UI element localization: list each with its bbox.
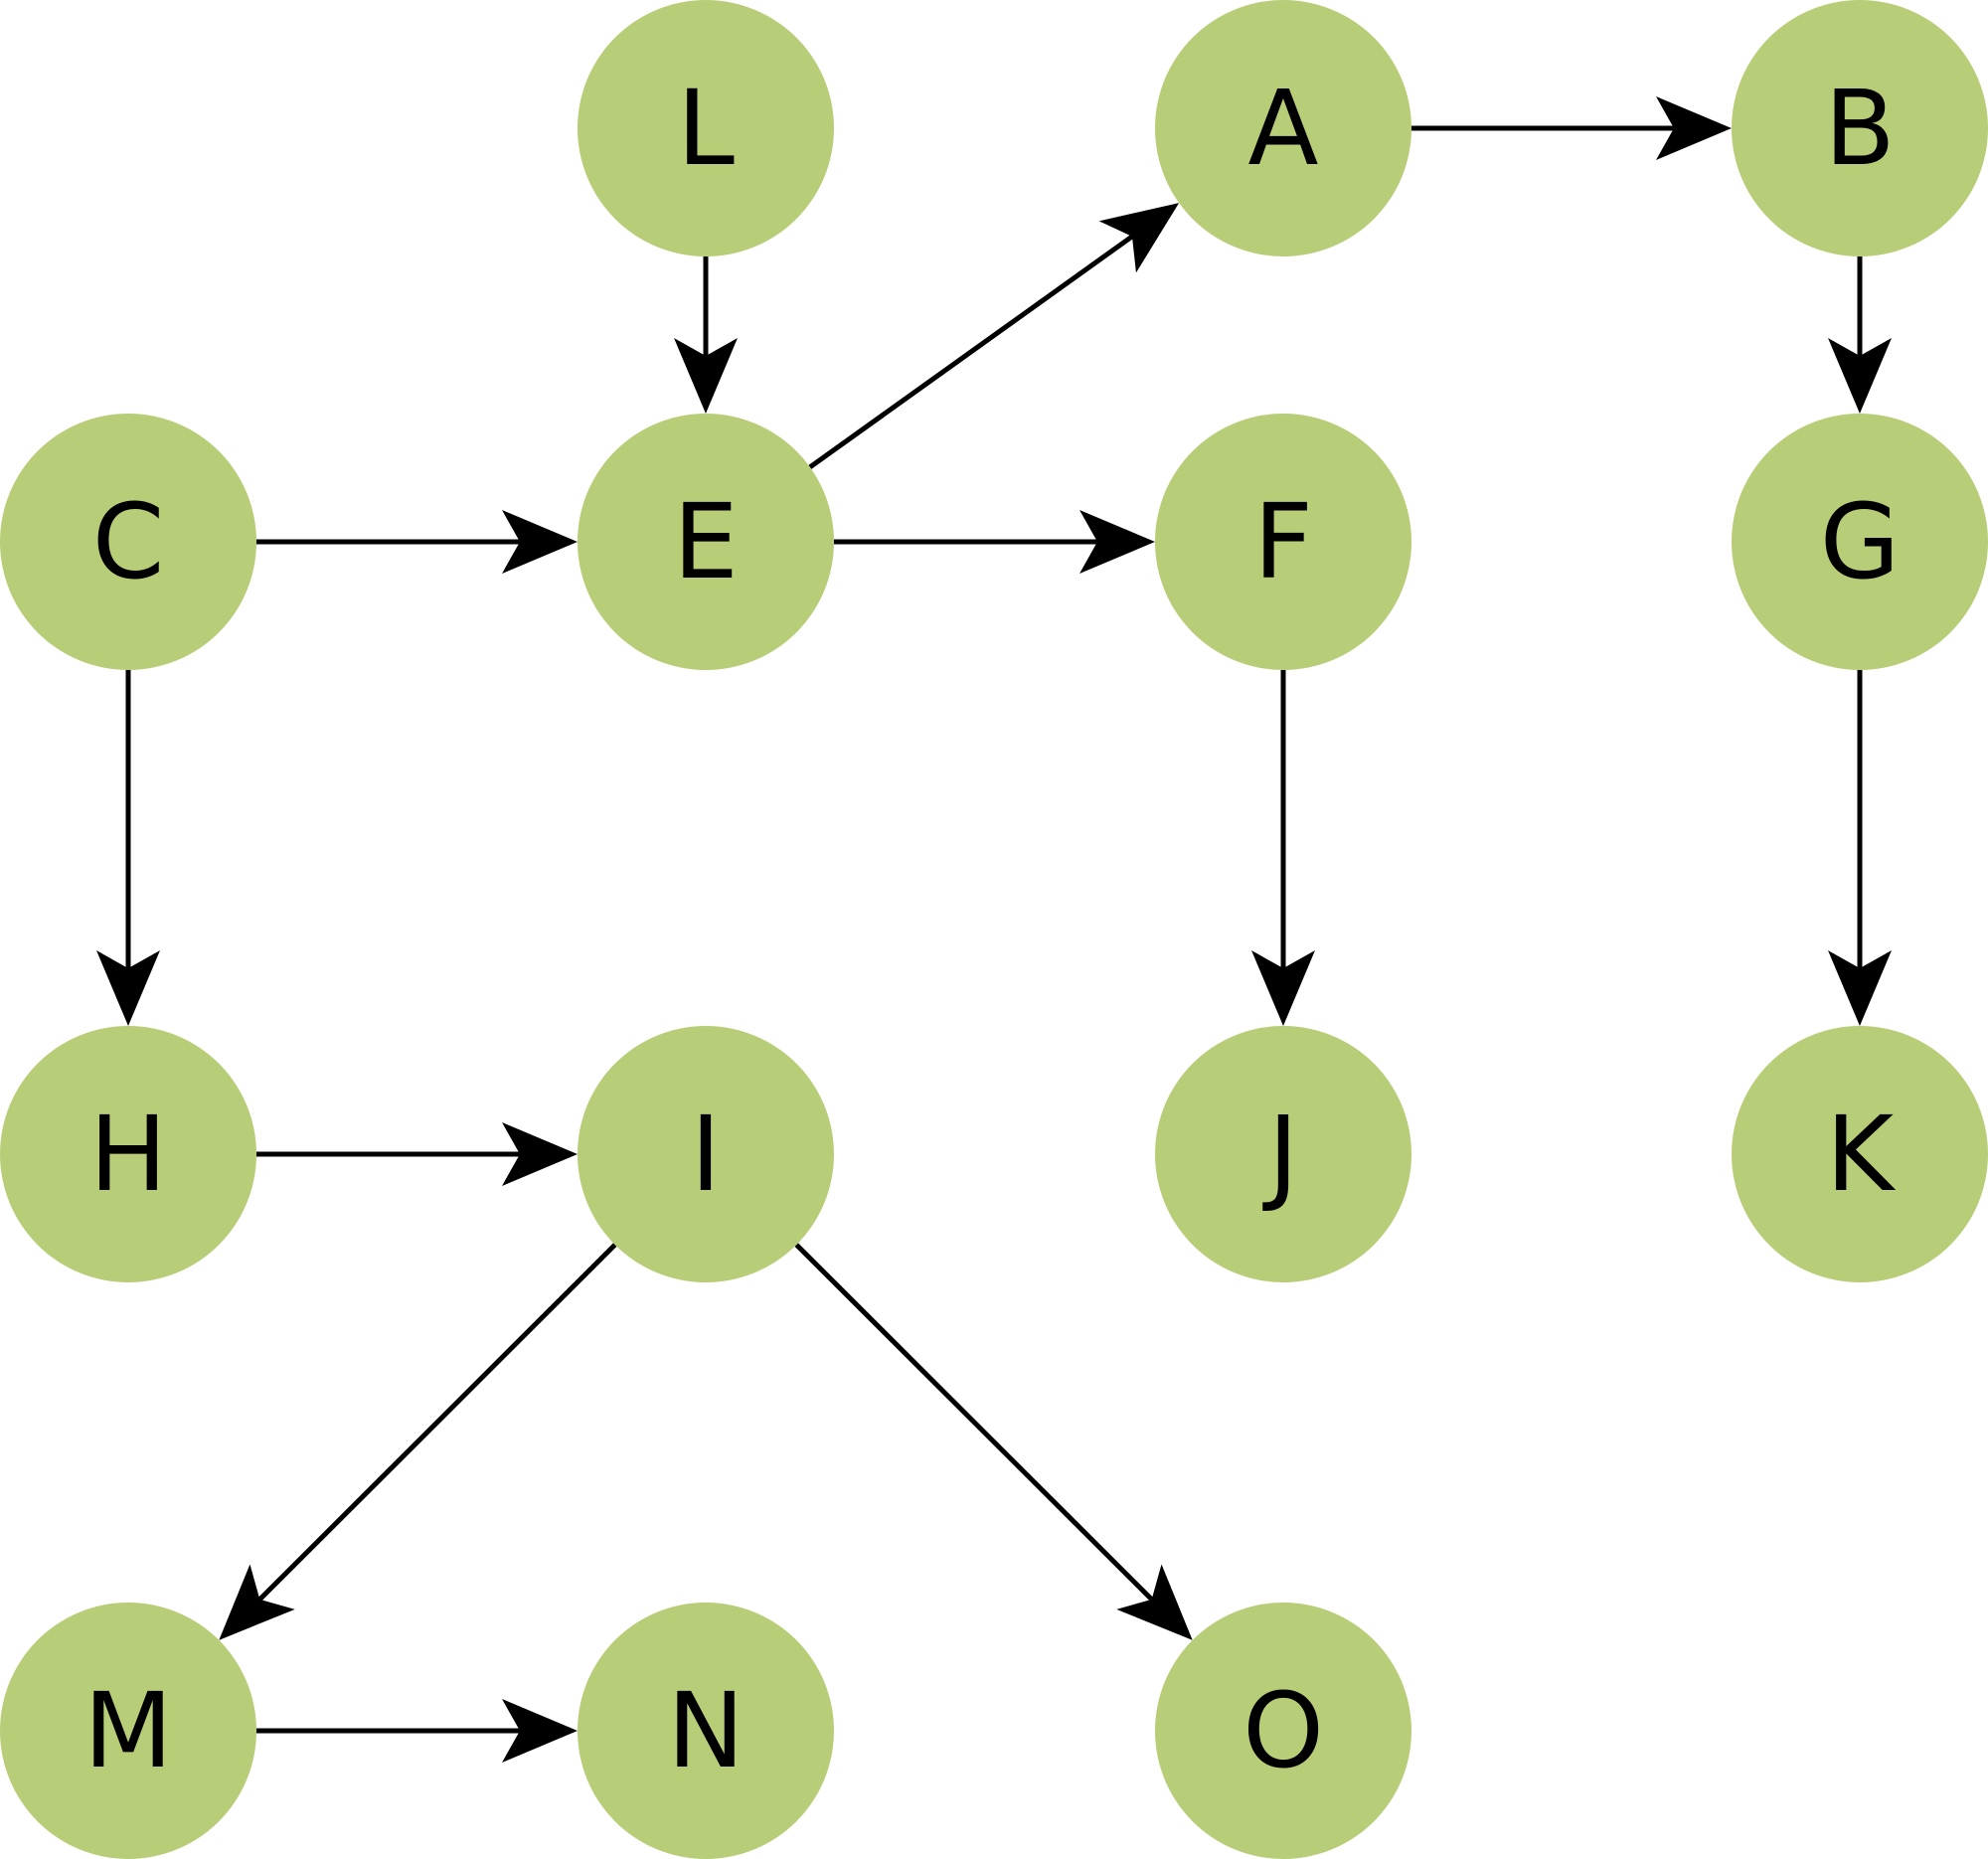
node-n: N (578, 1603, 834, 1859)
node-circle (1155, 1603, 1411, 1859)
node-label: L (677, 68, 735, 189)
edge-a-to-b (1411, 96, 1732, 160)
node-g: G (1732, 414, 1988, 670)
arrowhead (1656, 96, 1732, 160)
edge-i-to-m (219, 1243, 617, 1640)
arrowhead (502, 1122, 578, 1186)
node-o: O (1155, 1603, 1411, 1859)
edge-line (808, 234, 1134, 469)
edge-line (794, 1243, 1154, 1602)
node-label: J (1262, 1094, 1299, 1215)
node-circle (0, 1603, 256, 1859)
arrowhead (502, 510, 578, 574)
node-circle (1155, 414, 1411, 670)
edge-l-to-e (674, 256, 738, 414)
arrowhead (219, 1564, 295, 1640)
arrowhead (1079, 510, 1155, 574)
node-label: G (1820, 481, 1901, 602)
node-j: J (1155, 1026, 1411, 1282)
node-label: F (1253, 481, 1313, 602)
node-h: H (0, 1026, 256, 1282)
edge-line (257, 1243, 617, 1602)
node-circle (578, 1026, 834, 1282)
node-label: B (1824, 68, 1895, 189)
arrowhead (674, 338, 738, 414)
node-k: K (1732, 1026, 1988, 1282)
edge-h-to-i (256, 1122, 578, 1186)
edge-f-to-j (1251, 670, 1315, 1026)
node-circle (1732, 414, 1988, 670)
edges-layer (96, 96, 1892, 1763)
node-m: M (0, 1603, 256, 1859)
edge-e-to-a (808, 203, 1180, 469)
edge-e-to-f (834, 510, 1155, 574)
node-label: K (1826, 1094, 1897, 1215)
edge-g-to-k (1828, 670, 1892, 1026)
arrowhead (1828, 338, 1892, 414)
node-i: I (578, 1026, 834, 1282)
node-circle (1732, 0, 1988, 256)
arrowhead (1098, 203, 1180, 273)
node-circle (1732, 1026, 1988, 1282)
node-circle (578, 414, 834, 670)
node-label: H (89, 1094, 167, 1215)
node-label: A (1247, 68, 1318, 189)
node-circle (1155, 1026, 1411, 1282)
edge-b-to-g (1828, 256, 1892, 414)
node-circle (0, 1026, 256, 1282)
arrowhead (502, 1699, 578, 1763)
arrowhead (1828, 950, 1892, 1026)
node-l: L (578, 0, 834, 256)
node-a: A (1155, 0, 1411, 256)
node-c: C (0, 414, 256, 670)
arrowhead (96, 950, 160, 1026)
node-label: N (667, 1670, 745, 1791)
node-e: E (578, 414, 834, 670)
arrowhead (1116, 1564, 1193, 1640)
node-circle (1155, 0, 1411, 256)
edge-c-to-e (256, 510, 578, 574)
node-label: O (1242, 1670, 1324, 1791)
arrowhead (1251, 950, 1315, 1026)
node-f: F (1155, 414, 1411, 670)
node-b: B (1732, 0, 1988, 256)
node-circle (0, 414, 256, 670)
node-label: I (691, 1094, 722, 1215)
node-label: E (673, 481, 739, 602)
edge-i-to-o (794, 1243, 1193, 1640)
node-label: M (83, 1670, 173, 1791)
node-circle (578, 1603, 834, 1859)
edge-m-to-n (256, 1699, 578, 1763)
node-circle (578, 0, 834, 256)
node-label: C (92, 481, 165, 602)
edge-c-to-h (96, 670, 160, 1026)
